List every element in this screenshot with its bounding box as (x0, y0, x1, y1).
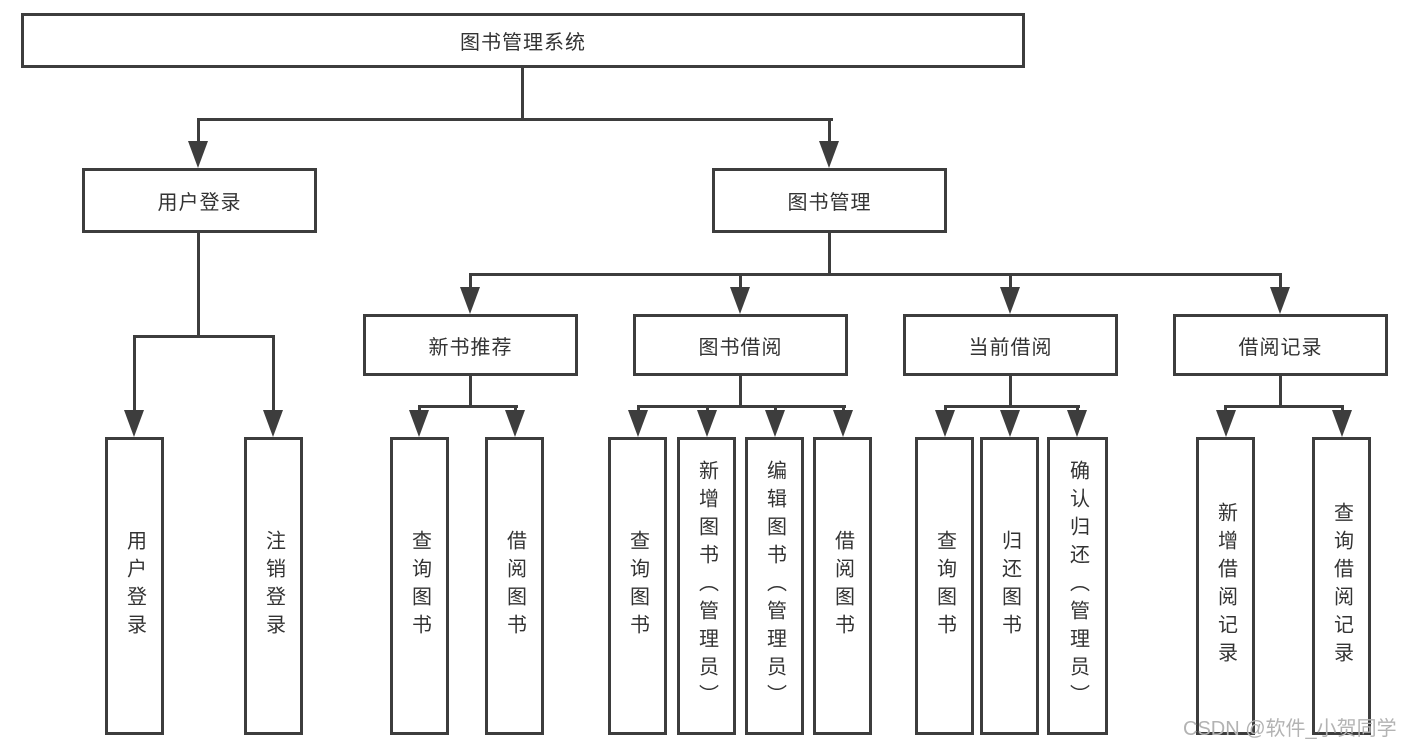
leaf-query-borrow-record: 查询借阅记录 (1312, 437, 1371, 735)
leaf-borrow-book-recommend: 借阅图书 (485, 437, 544, 735)
leaf-label: 新增借阅记录 (1214, 502, 1237, 670)
connector-line (739, 273, 742, 289)
connector-line (521, 68, 524, 121)
connector-line (774, 405, 777, 413)
connector-line (706, 405, 709, 413)
connector-line (1224, 405, 1344, 408)
leaf-return-book: 归还图书 (980, 437, 1039, 735)
connector-line (418, 405, 518, 408)
arrow-down-icon (124, 410, 144, 437)
connector-line (828, 118, 831, 144)
arrow-down-icon (819, 141, 839, 168)
connector-line (637, 405, 846, 408)
connector-line (469, 273, 472, 289)
leaf-label: 查询图书 (933, 530, 956, 642)
arrow-down-icon (1067, 410, 1087, 437)
connector-line (514, 405, 517, 413)
connector-line (1009, 273, 1012, 289)
node-borrow-records: 借阅记录 (1173, 314, 1388, 376)
connector-line (469, 376, 472, 408)
leaf-label: 借阅图书 (503, 530, 526, 642)
node-book-borrow: 图书借阅 (633, 314, 848, 376)
leaf-logout: 注销登录 (244, 437, 303, 735)
arrow-down-icon (460, 287, 480, 314)
leaf-label: 注销登录 (262, 530, 285, 642)
leaf-label: 借阅图书 (831, 530, 854, 642)
arrow-down-icon (1216, 410, 1236, 437)
connector-line (739, 376, 742, 408)
arrow-down-icon (935, 410, 955, 437)
leaf-add-borrow-record: 新增借阅记录 (1196, 437, 1255, 735)
leaf-label: 查询图书 (408, 530, 431, 642)
leaf-query-book-recommend: 查询图书 (390, 437, 449, 735)
node-library-system: 图书管理系统 (21, 13, 1025, 68)
connector-line (272, 335, 275, 411)
node-current-borrow: 当前借阅 (903, 314, 1118, 376)
leaf-label: 新增图书（管理员） (695, 460, 718, 712)
node-user-login: 用户登录 (82, 168, 317, 233)
connector-line (944, 405, 1080, 408)
leaf-label: 编辑图书（管理员） (763, 460, 786, 712)
leaf-query-book: 查询图书 (608, 437, 667, 735)
connector-line (197, 118, 833, 121)
connector-line (1341, 405, 1344, 413)
leaf-edit-book-admin: 编辑图书（管理员） (745, 437, 804, 735)
connector-line (1076, 405, 1079, 413)
leaf-user-login: 用户登录 (105, 437, 164, 735)
connector-line (469, 273, 1282, 276)
leaf-label: 查询图书 (626, 530, 649, 642)
connector-line (1224, 405, 1227, 413)
arrow-down-icon (833, 410, 853, 437)
arrow-down-icon (730, 287, 750, 314)
arrow-down-icon (505, 410, 525, 437)
arrow-down-icon (263, 410, 283, 437)
watermark-text: CSDN @软件_小贺同学 (1183, 718, 1397, 740)
leaf-confirm-return-admin: 确认归还（管理员） (1047, 437, 1108, 735)
node-book-management: 图书管理 (712, 168, 947, 233)
connector-line (133, 335, 275, 338)
arrow-down-icon (409, 410, 429, 437)
arrow-down-icon (697, 410, 717, 437)
node-new-book-recommend: 新书推荐 (363, 314, 578, 376)
connector-line (418, 405, 421, 413)
connector-line (197, 233, 200, 337)
arrow-down-icon (765, 410, 785, 437)
connector-line (637, 405, 640, 413)
leaf-label: 确认归还（管理员） (1066, 460, 1089, 712)
connector-line (133, 335, 136, 411)
leaf-query-current-book: 查询图书 (915, 437, 974, 735)
leaf-label: 查询借阅记录 (1330, 502, 1353, 670)
connector-line (944, 405, 947, 413)
arrow-down-icon (188, 141, 208, 168)
connector-line (828, 233, 831, 275)
leaf-label: 归还图书 (998, 530, 1021, 642)
arrow-down-icon (1270, 287, 1290, 314)
arrow-down-icon (628, 410, 648, 437)
connector-line (1279, 376, 1282, 408)
connector-line (842, 405, 845, 413)
connector-line (1009, 376, 1012, 408)
arrow-down-icon (1000, 287, 1020, 314)
connector-line (197, 118, 200, 144)
arrow-down-icon (1332, 410, 1352, 437)
arrow-down-icon (1000, 410, 1020, 437)
leaf-add-book-admin: 新增图书（管理员） (677, 437, 736, 735)
leaf-label: 用户登录 (123, 530, 146, 642)
connector-line (1279, 273, 1282, 289)
leaf-borrow-book: 借阅图书 (813, 437, 872, 735)
